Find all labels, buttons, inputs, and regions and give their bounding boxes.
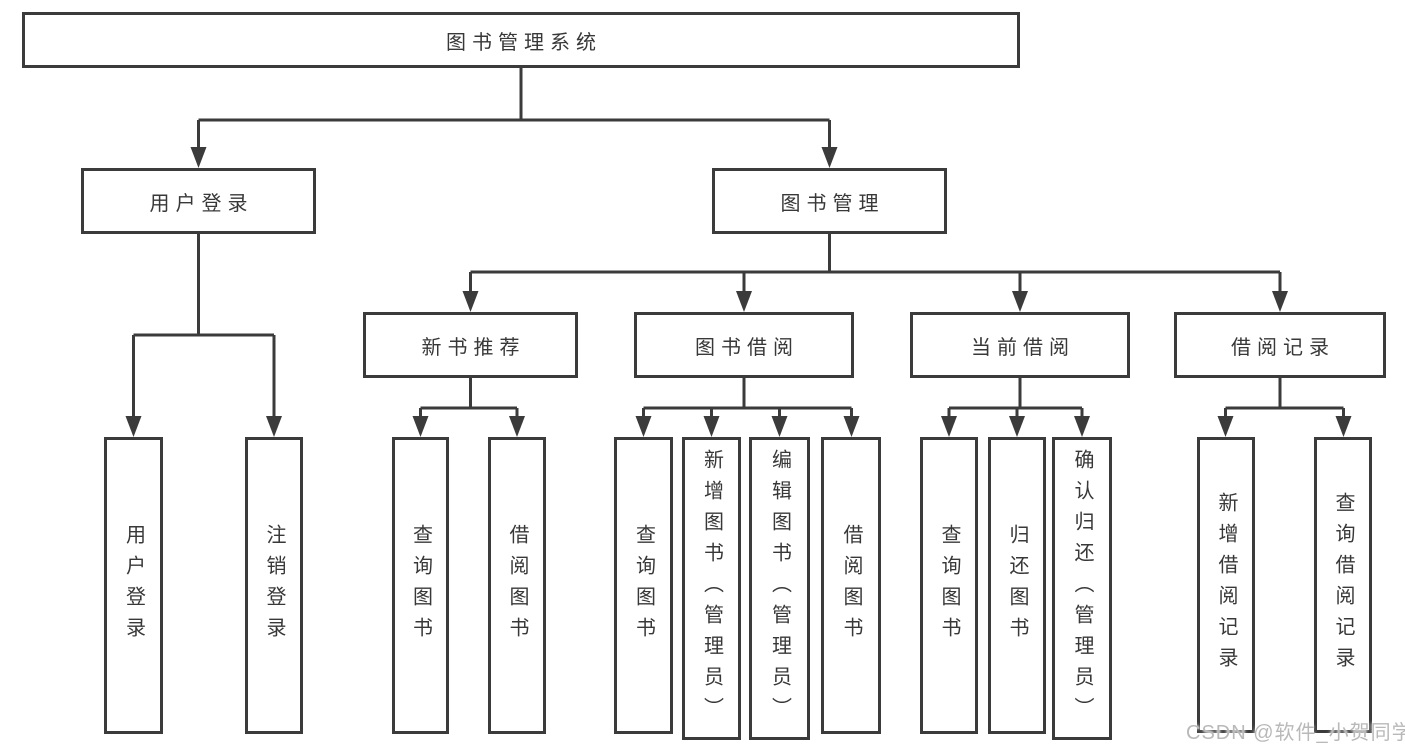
connector-book-management-children [469, 234, 1282, 295]
arrowhead [412, 416, 429, 437]
connector-root-to-level1 [197, 68, 831, 150]
node-current-borrowing: 当前借阅 [910, 312, 1130, 378]
arrowhead [1012, 291, 1028, 312]
leaf-borrowing-borrow-books: 借阅图书 [821, 437, 881, 734]
node-borrowing-records: 借阅记录 [1174, 312, 1386, 378]
connector-borrowing-records-children [1224, 378, 1345, 419]
arrowhead [1272, 291, 1288, 312]
arrowhead [703, 416, 720, 437]
watermark: CSDN @软件_小贺同学 [1186, 722, 1405, 744]
arrowhead [266, 416, 282, 437]
leaf-confirm-return-admin: 确认归还（管理员） [1052, 437, 1112, 740]
arrowhead [1009, 416, 1025, 437]
arrowhead [771, 416, 788, 437]
leaf-query-borrow-record: 查询借阅记录 [1314, 437, 1372, 733]
connector-new-book-recommendation-children [419, 378, 519, 419]
arrowhead [941, 416, 957, 437]
leaf-recommend-borrow-books: 借阅图书 [488, 437, 546, 734]
connector-user-login-children [132, 234, 276, 419]
leaf-edit-books-admin: 编辑图书（管理员） [749, 437, 810, 740]
leaf-logout-login: 注销登录 [245, 437, 303, 734]
arrowhead [1335, 416, 1352, 437]
node-root-system: 图书管理系统 [22, 12, 1020, 68]
leaf-borrowing-query-books: 查询图书 [614, 437, 673, 734]
leaf-user-login: 用户登录 [104, 437, 163, 734]
arrowhead [843, 416, 860, 437]
arrowhead [462, 291, 479, 312]
arrowhead [509, 416, 525, 437]
arrowhead [736, 291, 752, 312]
leaf-add-books-admin: 新增图书（管理员） [682, 437, 741, 740]
node-new-book-recommendation: 新书推荐 [363, 312, 578, 378]
arrowhead [1074, 416, 1090, 437]
leaf-add-borrow-record: 新增借阅记录 [1197, 437, 1255, 733]
node-book-management: 图书管理 [712, 168, 947, 234]
arrowhead [821, 147, 838, 168]
arrowhead [125, 416, 142, 437]
leaf-return-books: 归还图书 [988, 437, 1046, 734]
connector-current-borrowing-children [947, 378, 1084, 419]
leaf-recommend-query-books: 查询图书 [392, 437, 449, 734]
arrowhead [635, 416, 652, 437]
arrowhead [1217, 416, 1234, 437]
node-user-login: 用户登录 [81, 168, 316, 234]
node-book-borrowing: 图书借阅 [634, 312, 854, 378]
connector-book-borrowing-children [642, 378, 853, 419]
arrowhead [190, 147, 207, 168]
leaf-current-query-books: 查询图书 [920, 437, 978, 734]
